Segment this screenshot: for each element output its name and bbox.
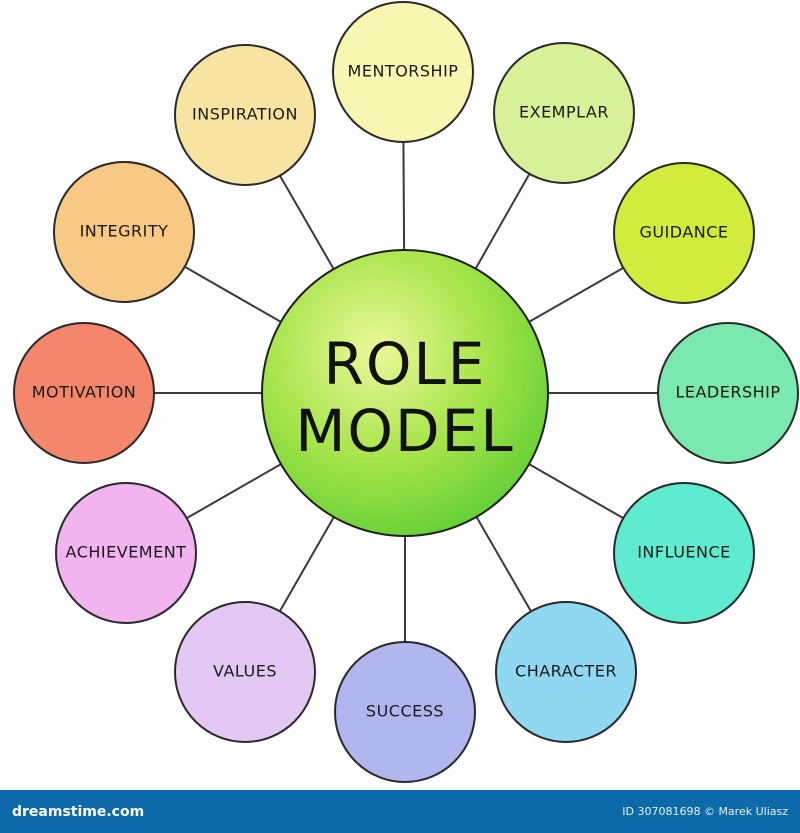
node-mentorship: MENTORSHIP xyxy=(332,1,474,143)
node-circle xyxy=(493,42,635,184)
node-exemplar: EXEMPLAR xyxy=(493,42,635,184)
node-circle xyxy=(613,482,755,624)
node-circle xyxy=(613,162,755,304)
node-label: SUCCESS xyxy=(366,702,444,721)
node-character: CHARACTER xyxy=(495,601,637,743)
node-label: CHARACTER xyxy=(515,662,617,681)
node-label: GUIDANCE xyxy=(639,223,728,242)
node-inspiration: INSPIRATION xyxy=(174,44,316,186)
node-influence: INFLUENCE xyxy=(613,482,755,624)
connector-line xyxy=(474,173,531,270)
role-model-diagram: MENTORSHIP EXEMPLAR GUIDANCE LEADERSHIP … xyxy=(13,1,799,783)
connector-line xyxy=(528,463,624,520)
connector-line xyxy=(402,141,406,251)
node-label: MOTIVATION xyxy=(32,383,137,402)
center-circle xyxy=(261,249,549,537)
node-label: VALUES xyxy=(213,662,277,681)
node-circle xyxy=(174,44,316,186)
node-label: INTEGRITY xyxy=(80,222,169,241)
node-values: VALUES xyxy=(174,601,316,743)
connector-line xyxy=(186,463,282,520)
connector-line xyxy=(528,266,624,323)
node-achievement: ACHIEVEMENT xyxy=(55,482,197,624)
center-node: ROLE MODEL xyxy=(261,249,549,537)
node-label: ACHIEVEMENT xyxy=(66,543,187,562)
node-guidance: GUIDANCE xyxy=(613,162,755,304)
connector-lines xyxy=(154,141,658,642)
node-circle xyxy=(55,482,197,624)
center-label-line1: ROLE xyxy=(324,330,487,398)
node-success: SUCCESS xyxy=(334,641,476,783)
node-circle xyxy=(53,161,195,303)
node-circle xyxy=(657,322,799,464)
node-label: INFLUENCE xyxy=(637,543,731,562)
connector-line xyxy=(184,265,282,323)
node-circle xyxy=(332,1,474,143)
node-label: LEADERSHIP xyxy=(675,383,780,402)
footer-meta: ID 307081698 © Marek Uliasz xyxy=(622,805,788,818)
node-circle xyxy=(334,641,476,783)
node-circle xyxy=(174,601,316,743)
node-circle xyxy=(13,322,155,464)
node-circle xyxy=(495,601,637,743)
connector-line xyxy=(278,516,335,612)
node-integrity: INTEGRITY xyxy=(53,161,195,303)
node-leadership: LEADERSHIP xyxy=(657,322,799,464)
node-label: INSPIRATION xyxy=(192,105,298,124)
center-label-line2: MODEL xyxy=(295,397,514,465)
footer-brand: dreamstime.com xyxy=(12,803,145,820)
node-motivation: MOTIVATION xyxy=(13,322,155,464)
footer-bar: dreamstime.com ID 307081698 © Marek Ulia… xyxy=(0,790,800,833)
node-label: EXEMPLAR xyxy=(519,103,609,122)
connector-line xyxy=(279,175,335,270)
connector-line xyxy=(475,516,532,612)
node-label: MENTORSHIP xyxy=(348,62,459,81)
